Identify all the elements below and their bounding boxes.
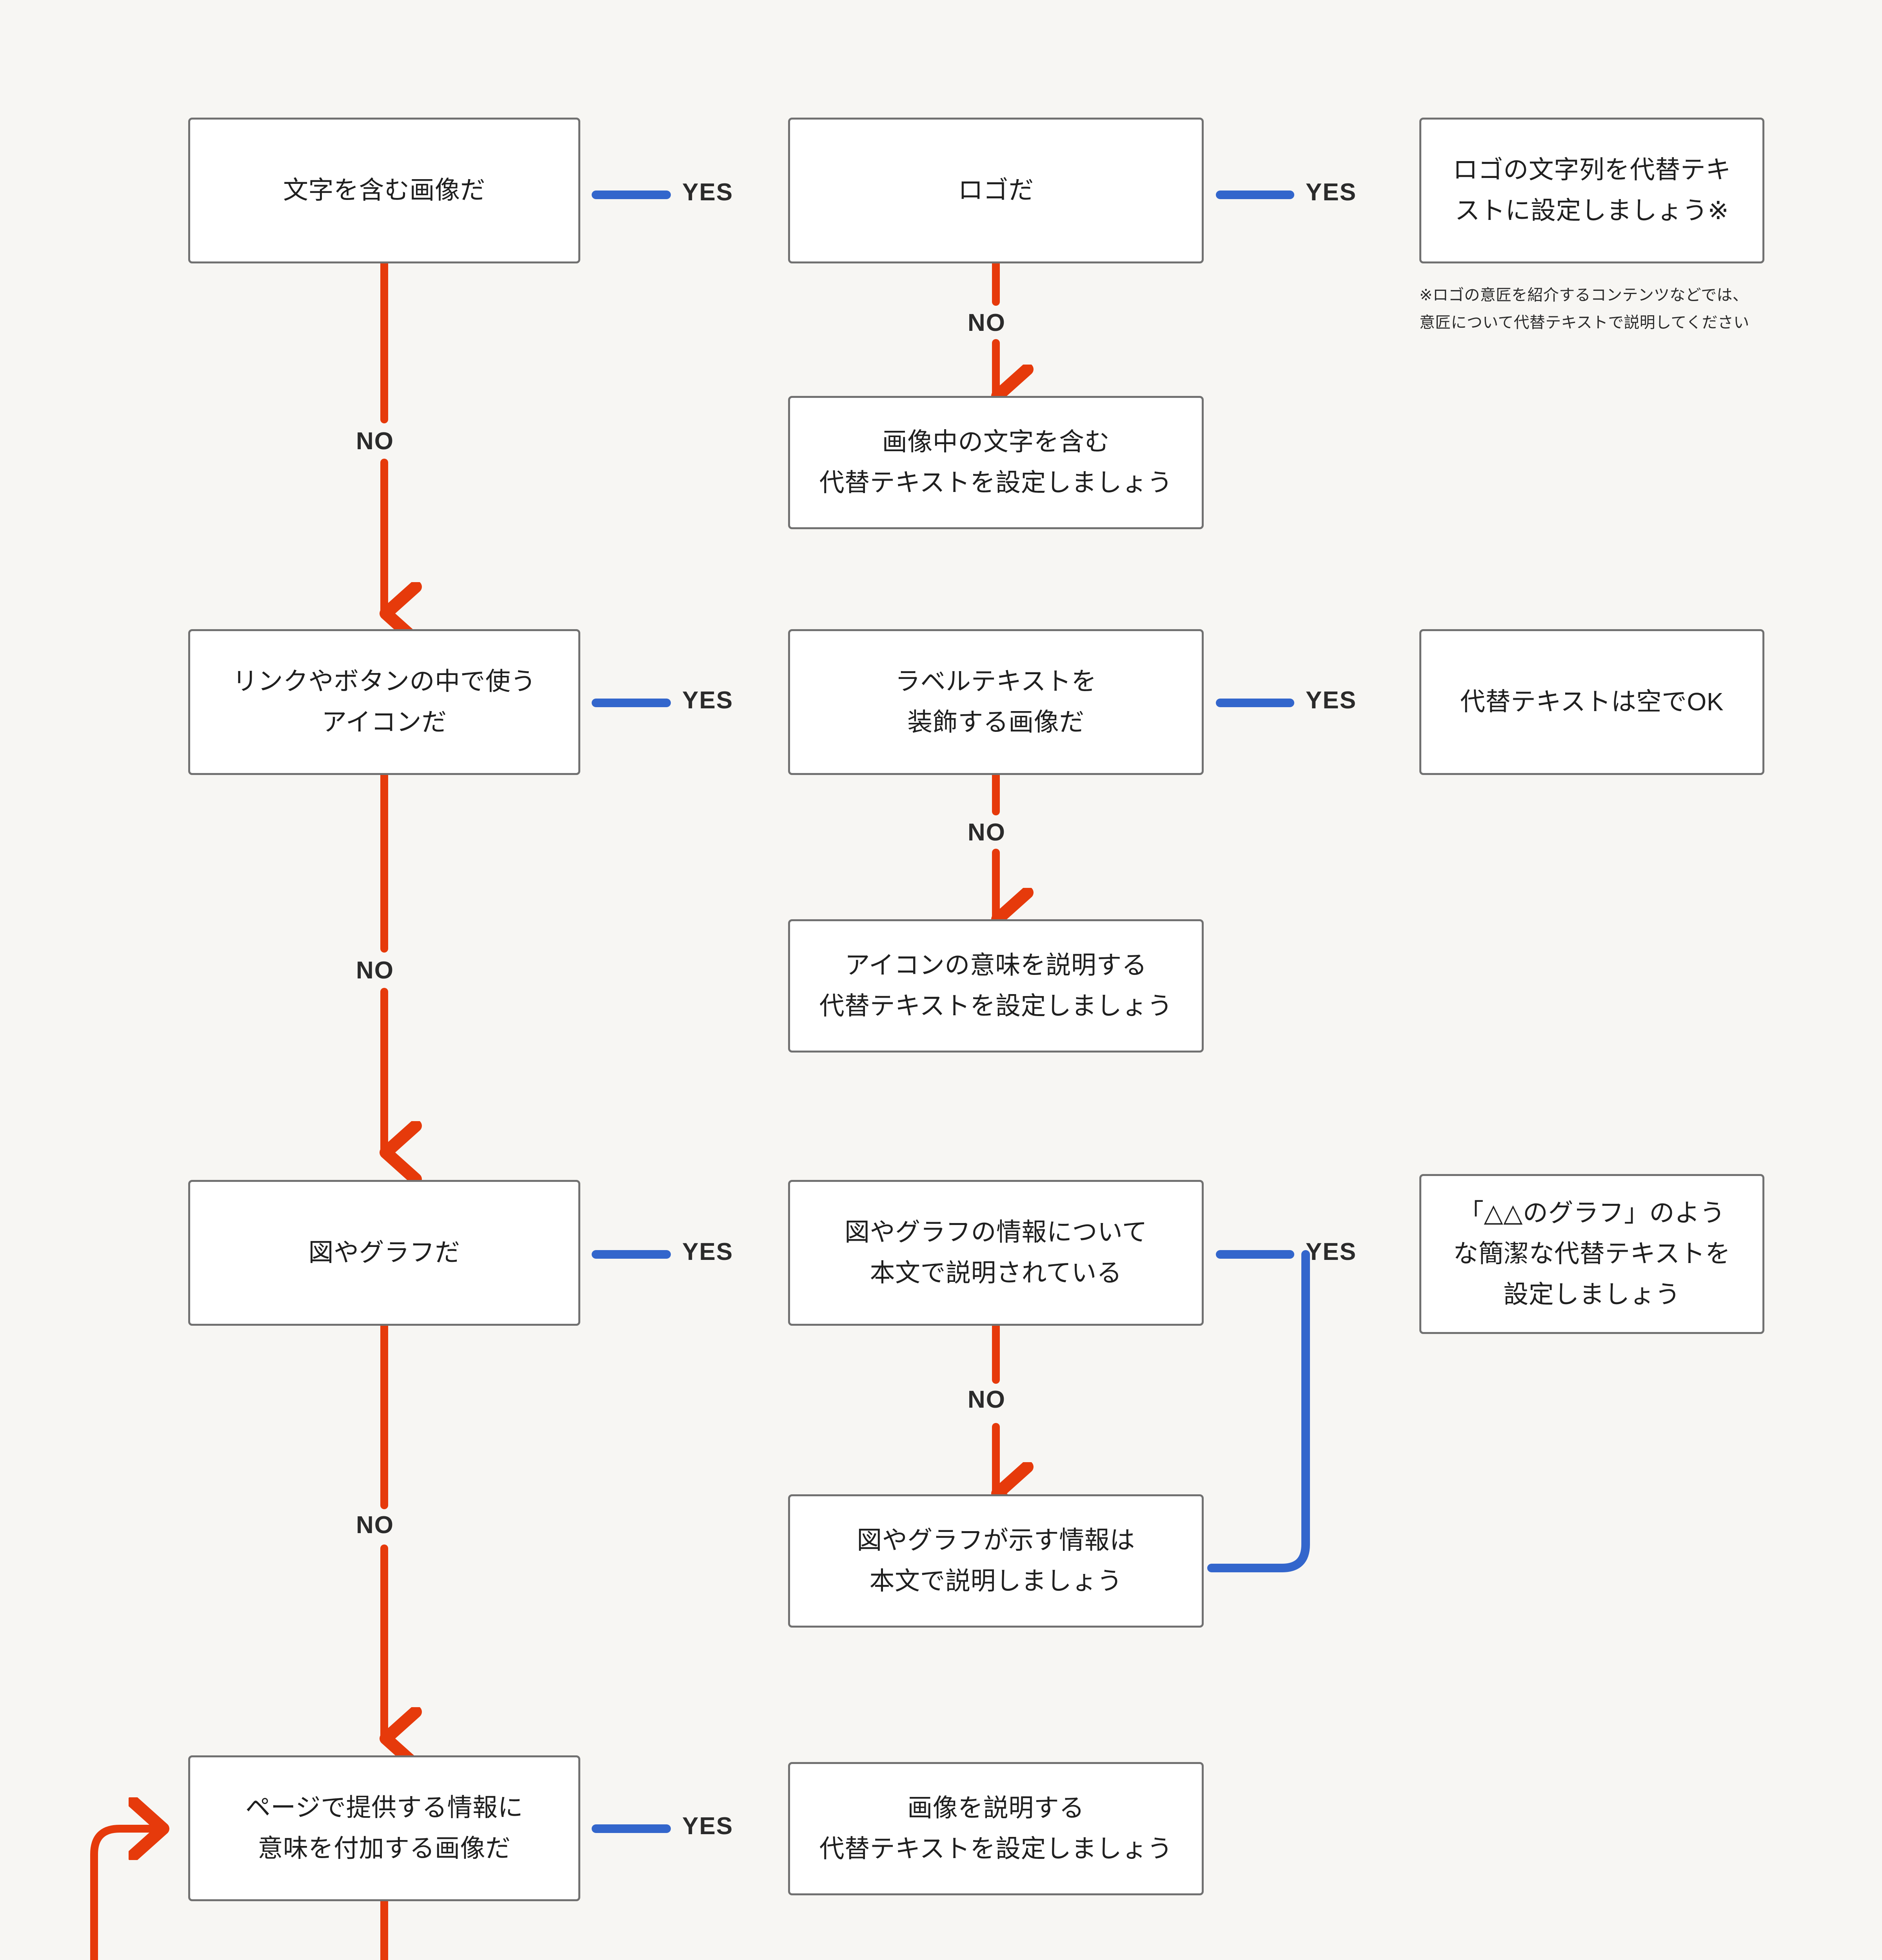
edge-label-q4-yes: YES <box>682 1813 734 1840</box>
node-q1-is-logo-label: ロゴだ <box>958 176 1034 205</box>
node-answer-describe-image[interactable]: 画像を説明する 代替テキストを設定しましょう <box>788 1762 1204 1895</box>
node-q1-has-text[interactable]: 文字を含む画像だ <box>188 118 580 263</box>
node-q3-label: 図やグラフだ <box>308 1238 460 1267</box>
node-answer-describe-in-body-label: 図やグラフが示す情報は 本文で説明しましょう <box>857 1526 1135 1595</box>
node-q4-label: ページで提供する情報に 意味を付加する画像だ <box>245 1793 523 1862</box>
node-answer-empty-alt-icon[interactable]: 代替テキストは空でOK <box>1419 629 1764 775</box>
node-q2-label: リンクやボタンの中で使う アイコンだ <box>233 667 536 736</box>
node-q3-described-label: 図やグラフの情報について 本文で説明されている <box>844 1218 1148 1287</box>
edge-body-return-path <box>1207 1250 1310 1572</box>
node-answer-text-in-image-label: 画像中の文字を含む 代替テキストを設定しましょう <box>819 428 1173 497</box>
node-answer-concise-alt-label: 「△△のグラフ」のよう な簡潔な代替テキストを 設定しましょう <box>1453 1199 1731 1308</box>
node-answer-describe-in-body[interactable]: 図やグラフが示す情報は 本文で説明しましょう <box>788 1494 1204 1628</box>
node-q4-adds-meaning[interactable]: ページで提供する情報に 意味を付加する画像だ <box>188 1755 580 1901</box>
edge-label-q3-yes: YES <box>682 1238 734 1265</box>
node-answer-text-in-image[interactable]: 画像中の文字を含む 代替テキストを設定しましょう <box>788 396 1204 529</box>
node-answer-icon-meaning[interactable]: アイコンの意味を説明する 代替テキストを設定しましょう <box>788 919 1204 1053</box>
edge-label-decor-yes: YES <box>1306 687 1357 714</box>
node-answer-logo-alt[interactable]: ロゴの文字列を代替テキ ストに設定しましょう※ <box>1419 118 1764 263</box>
node-answer-icon-meaning-label: アイコンの意味を説明する 代替テキストを設定しましょう <box>819 951 1173 1020</box>
edge-label-logo-no: NO <box>968 309 1006 336</box>
edge-label-q2-no: NO <box>356 957 394 984</box>
edge-label-q2-yes: YES <box>682 687 734 714</box>
edge-label-q1-no: NO <box>356 428 394 455</box>
edge-label-desc-yes: YES <box>1306 1238 1357 1265</box>
edge-label-logo-yes: YES <box>1306 179 1357 206</box>
edge-label-q3-no: NO <box>356 1512 394 1539</box>
node-answer-describe-image-label: 画像を説明する 代替テキストを設定しましょう <box>819 1794 1173 1863</box>
edge-label-q1-yes: YES <box>682 179 734 206</box>
node-q2-decorative-label-text: ラベルテキストを 装飾する画像だ <box>895 667 1097 736</box>
footnote-logo-design: ※ロゴの意匠を紹介するコンテンツなどでは、 意匠について代替テキストで説明してく… <box>1419 287 1749 331</box>
node-q1-label: 文字を含む画像だ <box>283 176 485 205</box>
edge-label-decor-no: NO <box>968 819 1006 846</box>
node-q3-described-in-body[interactable]: 図やグラフの情報について 本文で説明されている <box>788 1180 1204 1326</box>
node-answer-logo-alt-label: ロゴの文字列を代替テキ ストに設定しましょう※ <box>1453 156 1731 225</box>
node-q2-decorative-label[interactable]: ラベルテキストを 装飾する画像だ <box>788 629 1204 775</box>
node-answer-concise-alt[interactable]: 「△△のグラフ」のよう な簡潔な代替テキストを 設定しましょう <box>1419 1174 1764 1334</box>
node-q2-icon-in-control[interactable]: リンクやボタンの中で使う アイコンだ <box>188 629 580 775</box>
edge-label-desc-no: NO <box>968 1386 1006 1413</box>
node-answer-empty-alt-icon-label: 代替テキストは空でOK <box>1460 688 1724 716</box>
node-q1-is-logo[interactable]: ロゴだ <box>788 118 1204 263</box>
node-q3-figure-or-chart[interactable]: 図やグラフだ <box>188 1180 580 1326</box>
